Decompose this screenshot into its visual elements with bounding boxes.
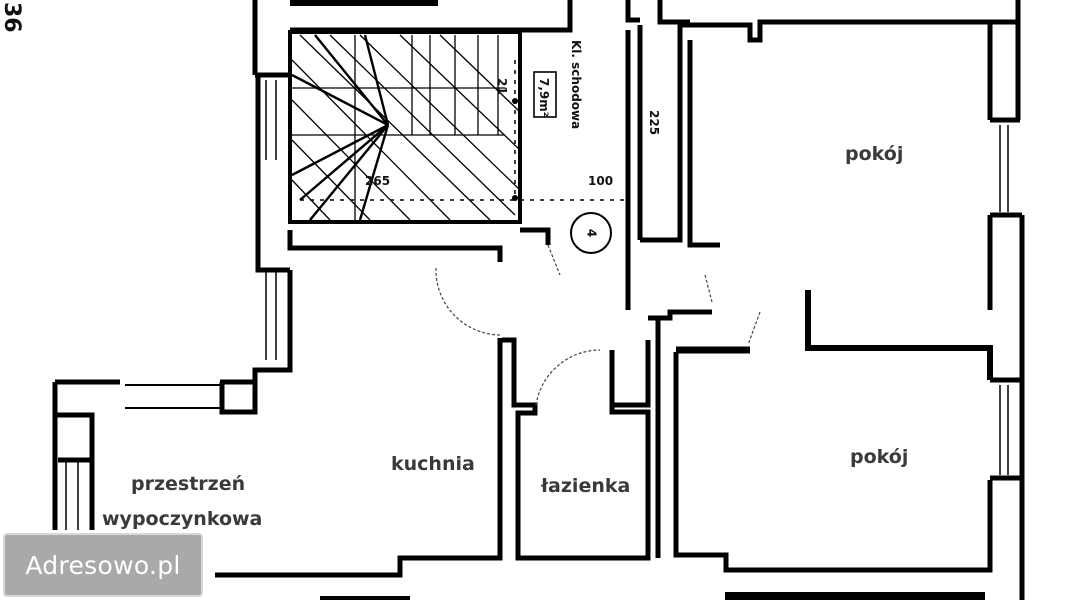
wall xyxy=(320,596,410,600)
wall xyxy=(657,0,690,25)
wall xyxy=(640,19,1021,243)
dimension-corridor-width: 100 xyxy=(588,174,613,188)
room-label-pokoj-bottom: pokój xyxy=(850,446,908,468)
stair-hatching xyxy=(291,34,521,221)
dimension-dot xyxy=(512,98,518,104)
door-swing-kitchen xyxy=(435,267,501,336)
room-label-kuchnia: kuchnia xyxy=(391,453,475,475)
staircase-outline xyxy=(288,30,522,224)
dimension-stair-width: 265 xyxy=(365,174,390,188)
watermark-text: Adresowo.pl xyxy=(25,550,181,580)
floor-marker-circle xyxy=(570,212,612,254)
wall xyxy=(252,270,293,380)
wall xyxy=(215,338,503,578)
wall xyxy=(625,0,640,23)
wall xyxy=(673,352,993,573)
wall xyxy=(687,40,720,248)
door-swing xyxy=(747,311,761,346)
wall xyxy=(55,412,95,463)
floor-marker-number: 4 xyxy=(585,229,599,237)
winder-stair-lines xyxy=(291,34,390,221)
wall xyxy=(805,290,993,380)
room-label-wypoczynkowa: wypoczynkowa xyxy=(102,508,262,530)
room-label-przestrzen: przestrzeń xyxy=(131,473,245,495)
door-swing xyxy=(704,274,713,303)
door-swing xyxy=(547,244,561,276)
wall xyxy=(219,379,258,415)
wall xyxy=(648,309,712,321)
watermark-badge: Adresowo.pl xyxy=(3,533,203,597)
dimension-dot xyxy=(512,195,518,201)
wall xyxy=(725,592,985,600)
door-swing-bathroom xyxy=(535,349,601,406)
bathroom-walls xyxy=(502,337,651,561)
room-label-lazienka: łazienka xyxy=(540,475,630,497)
area-box xyxy=(533,71,557,118)
staircase-label: Kl. schodowa xyxy=(569,40,583,129)
dimension-stair-step: 21 xyxy=(495,78,509,95)
wall xyxy=(287,230,503,262)
dimension-corridor-length: 225 xyxy=(647,110,661,135)
wall xyxy=(520,227,551,245)
room-label-pokoj-top: pokój xyxy=(845,143,903,165)
staircase-area: 7,9m² xyxy=(537,78,551,117)
wall xyxy=(255,160,290,273)
wall xyxy=(290,0,438,6)
